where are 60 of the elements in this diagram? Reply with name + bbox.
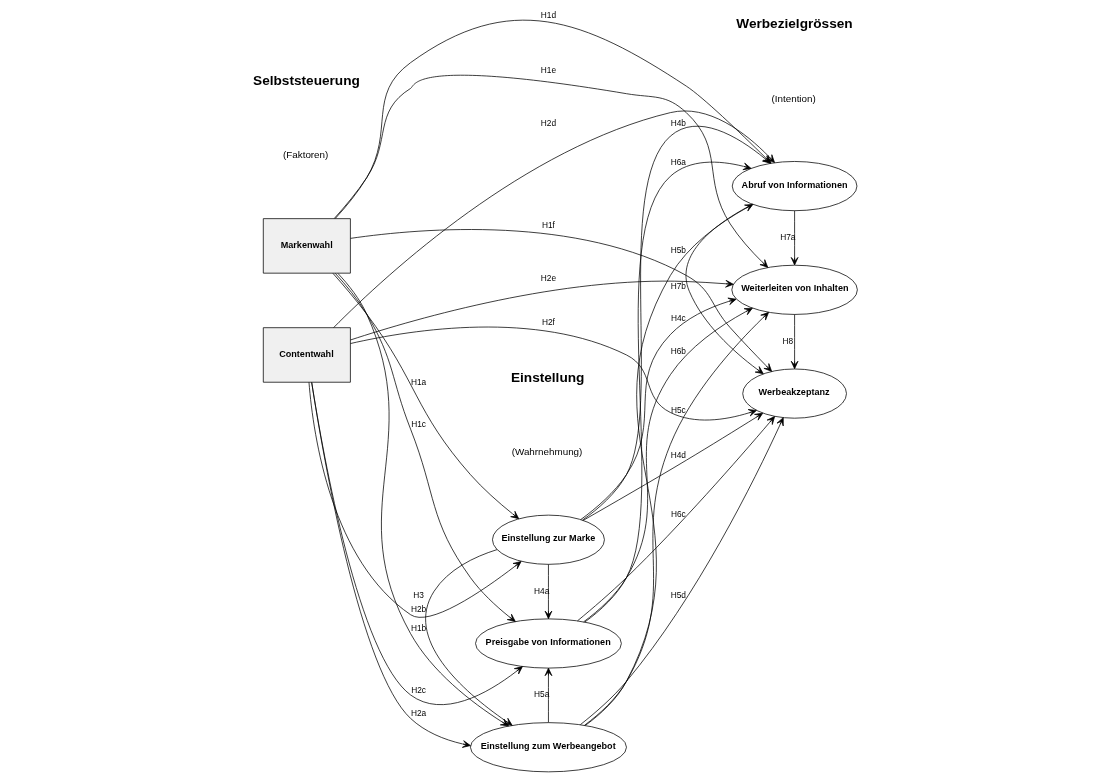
edge-label: H6a	[670, 157, 686, 168]
edge-label: H5b	[670, 245, 686, 256]
edge-label: H6c	[670, 508, 686, 519]
edge-label: H6b	[670, 346, 686, 357]
edge-label: H5d	[670, 589, 686, 600]
label: Einstellung	[510, 369, 584, 385]
edge-label: H2e	[540, 272, 556, 283]
label: Werbezielgrössen	[735, 16, 853, 32]
arrow	[349, 229, 772, 372]
arrow	[310, 381, 523, 705]
arrow	[579, 297, 736, 520]
node-box: Contentwahl	[262, 327, 351, 383]
node-ellipse: Preisgabe von Informationen	[474, 618, 622, 669]
arrow	[790, 314, 798, 370]
arrow	[332, 273, 519, 520]
edge-label: H5c	[670, 405, 686, 416]
arrow	[576, 416, 775, 622]
arrow	[582, 412, 763, 521]
edge-label: H1a	[410, 377, 426, 388]
label: (Wahrnehmung)	[511, 446, 582, 458]
arrow	[685, 204, 764, 375]
arrow	[349, 326, 757, 421]
arrow	[424, 549, 513, 726]
arrow	[337, 273, 509, 727]
label: (Intention)	[771, 92, 816, 104]
node-ellipse: Einstellung zum Werbeangebot	[469, 722, 627, 773]
edge-label: H1d	[540, 9, 556, 20]
arrow	[544, 667, 552, 723]
arrow	[584, 204, 753, 726]
node-ellipse: Einstellung zur Marke	[491, 514, 605, 565]
edge-label: H1b	[410, 623, 426, 634]
arrow	[544, 564, 552, 620]
arrow	[582, 307, 753, 623]
arrow	[310, 382, 471, 748]
edge-label: H7b	[670, 280, 686, 291]
edge-label: H1f	[541, 219, 555, 230]
edge-label: H3	[412, 589, 424, 600]
edge-label: H1e	[540, 65, 556, 76]
arrow	[332, 110, 775, 328]
edge-label: H1c	[410, 418, 426, 429]
arrow	[584, 161, 751, 623]
arrow	[308, 381, 521, 618]
edge-label: H2b	[410, 604, 426, 615]
arrow	[349, 280, 734, 341]
arrow	[334, 273, 516, 622]
edge-label: H2a	[410, 708, 426, 719]
arrow	[790, 210, 798, 266]
edge-label: H4c	[670, 312, 686, 323]
arrow	[333, 74, 768, 268]
label: Selbststeuerung	[252, 72, 360, 88]
edge-label: H2f	[541, 317, 555, 328]
label: (Faktoren)	[282, 149, 328, 161]
edge-label: H4d	[670, 449, 686, 460]
edge-label: H2d	[540, 118, 556, 129]
arrow	[583, 312, 769, 726]
node-box: Markenwahl	[262, 218, 351, 274]
edge-label: H4b	[670, 118, 686, 129]
arrow	[579, 417, 784, 726]
edge-label: H2c	[410, 684, 426, 695]
edge-label: H8	[781, 335, 793, 346]
